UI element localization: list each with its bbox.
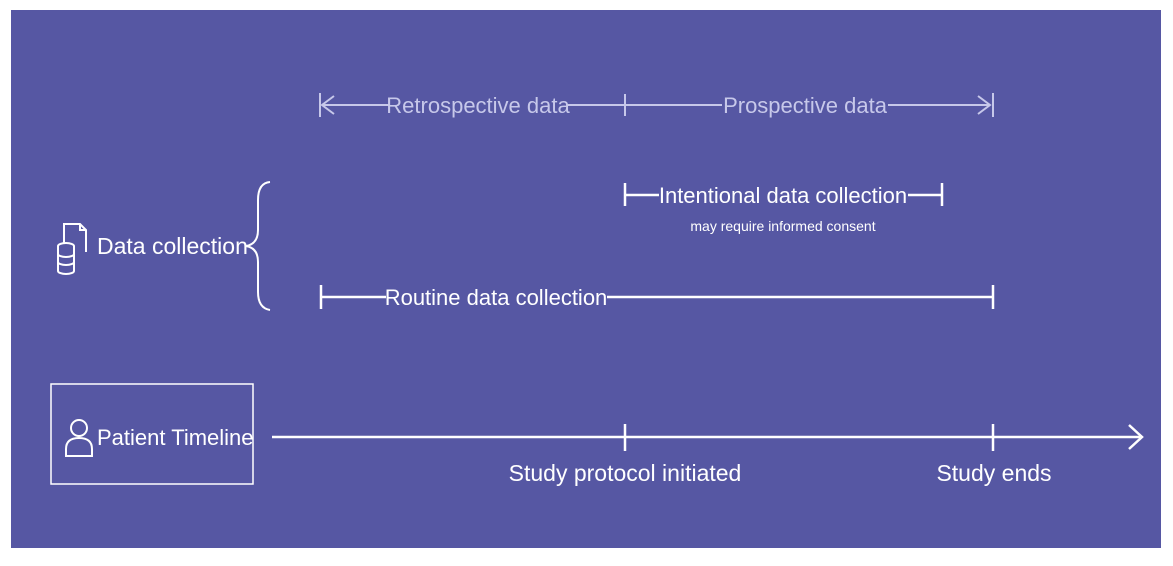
informed-consent-note: may require informed consent — [690, 218, 875, 234]
routine-collection-span — [319, 285, 995, 309]
patient-timeline-label: Patient Timeline — [97, 425, 254, 450]
person-icon — [65, 419, 93, 457]
diagram-panel — [11, 10, 1161, 548]
prospective-label: Prospective data — [723, 93, 888, 118]
intentional-collection-label: Intentional data collection — [659, 183, 907, 208]
routine-collection-label: Routine data collection — [385, 285, 608, 310]
retrospective-label: Retrospective data — [386, 93, 570, 118]
range-right-arrowhead — [977, 95, 992, 115]
patient-timeline-box — [50, 383, 254, 485]
milestone-study-ends: Study ends — [936, 460, 1051, 486]
database-folder-icon — [57, 223, 87, 275]
timeline-arrowhead — [1128, 424, 1144, 450]
collection-brace — [245, 181, 271, 311]
timeline-axis — [272, 424, 1144, 451]
data-collection-label: Data collection — [97, 233, 248, 259]
intentional-collection-span — [623, 183, 944, 206]
data-range-row — [319, 93, 994, 117]
milestone-protocol-initiated: Study protocol initiated — [509, 460, 742, 486]
